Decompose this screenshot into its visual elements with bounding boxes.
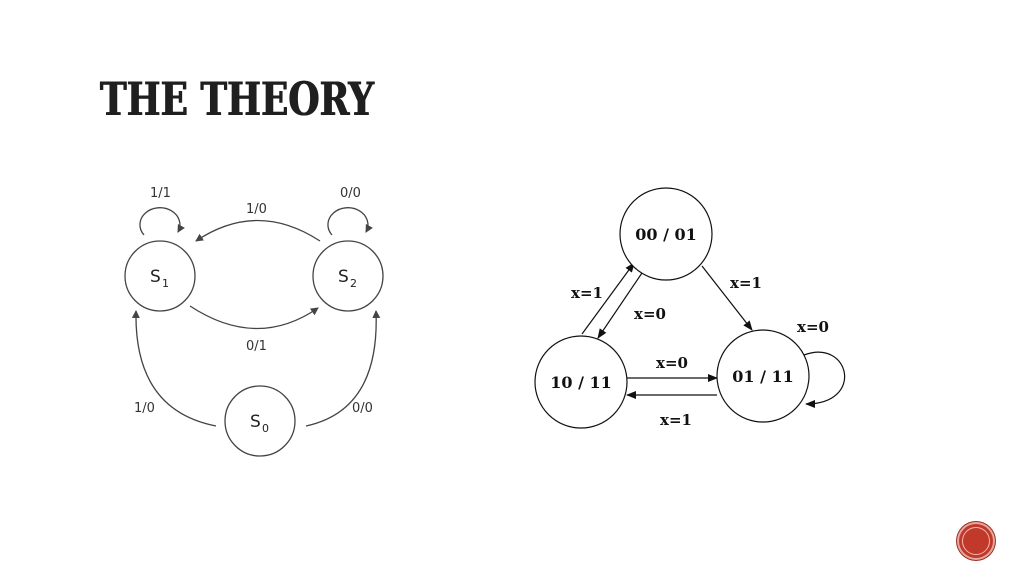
transition-10-to-00 [581,262,635,335]
state-diagram-right: x=1 x=0 x=1 x=0 x=0 x=1 00 / 01 10 / 11 … [534,187,846,429]
state-s2-subscript: 2 [350,277,357,290]
transition-s0-to-s2 [305,310,381,427]
transition-label-10-to-01: x=0 [656,354,688,372]
state-diagram-left: 1/1 0/0 1/0 0/1 1/0 0/0 S 1 S 2 S 0 [124,186,384,457]
transition-00-to-10 [597,269,645,339]
transition-label-s2-to-s1: 1/0 [246,202,267,217]
transition-label-01-loop: x=0 [797,318,829,336]
state-s1: S 1 [124,240,196,312]
transition-label-s1-to-s2: 0/1 [246,339,267,354]
transition-label-s0-to-s2: 0/0 [352,401,373,416]
state-s1-subscript: 1 [162,277,169,290]
state-00-01: 00 / 01 [619,187,713,281]
transition-00-to-01 [701,265,753,331]
state-s1-label: S [150,267,161,287]
state-00-01-label: 00 / 01 [635,225,697,244]
transition-label-01-to-10: x=1 [660,411,692,429]
transition-s1-to-s2 [189,305,319,330]
transition-s1-loop [139,207,185,236]
state-01-11-label: 01 / 11 [732,367,794,386]
state-01-11: 01 / 11 [716,329,810,423]
transition-01-loop [803,351,846,408]
state-s2-label: S [338,267,349,287]
transition-s2-to-s1 [195,219,321,242]
nav-ring-icon [962,527,990,555]
state-s0: S 0 [224,385,296,457]
slide-title: THE THEORY [100,72,374,126]
transition-s0-to-s1 [131,310,217,427]
transition-label-s1-loop: 1/1 [150,186,171,201]
state-s2: S 2 [312,240,384,312]
transition-label-10-to-00: x=1 [571,284,603,302]
transition-label-s0-to-s1: 1/0 [134,401,155,416]
state-10-11-label: 10 / 11 [550,373,612,392]
state-s0-label: S [250,412,261,432]
slide-nav-button[interactable] [957,522,995,560]
transition-label-00-to-01: x=1 [730,274,762,292]
state-s0-subscript: 0 [262,422,269,435]
transition-label-00-to-10: x=0 [634,305,666,323]
state-10-11: 10 / 11 [534,335,628,429]
transition-s2-loop [327,207,373,236]
transition-label-s2-loop: 0/0 [340,186,361,201]
